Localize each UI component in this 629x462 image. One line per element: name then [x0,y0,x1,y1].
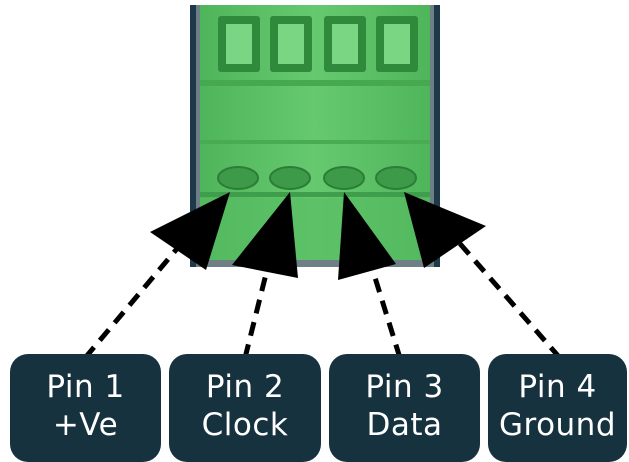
wire-entry-slots [218,16,418,72]
leader-line-pin-1 [83,236,188,360]
pin-3-title: Pin 3 [365,369,444,405]
arrow-head-pin-2 [232,192,298,278]
pin-3-function: Data [366,407,443,443]
leader-line-pin-4 [453,236,562,360]
pin-label-2: Pin 2 Clock [169,354,321,462]
pin-2-function: Clock [201,407,289,443]
leader-line-pin-3 [365,254,403,359]
screw-hole-2 [269,166,311,190]
leader-lines [83,236,562,360]
arrow-head-pin-1 [150,192,230,270]
screw-hole-4 [375,166,417,190]
screw-terminals [217,166,417,190]
pin-1-title: Pin 1 [46,369,125,405]
pin-4-function: Ground [498,407,617,443]
leader-line-pin-2 [242,257,273,359]
pin-1-function: +Ve [52,407,119,443]
terminal-block-connector [190,5,440,267]
pin-label-4: Pin 4 Ground [488,354,627,462]
arrow-heads [150,192,486,280]
pin-2-title: Pin 2 [205,369,285,405]
pin-label-1: Pin 1 +Ve [10,354,161,462]
pin-label-3: Pin 3 Data [329,354,480,462]
pin-4-title: Pin 4 [518,369,597,405]
screw-hole-1 [217,166,259,190]
arrow-head-pin-4 [404,192,486,268]
screw-hole-3 [323,166,365,190]
arrow-head-pin-3 [338,192,396,280]
